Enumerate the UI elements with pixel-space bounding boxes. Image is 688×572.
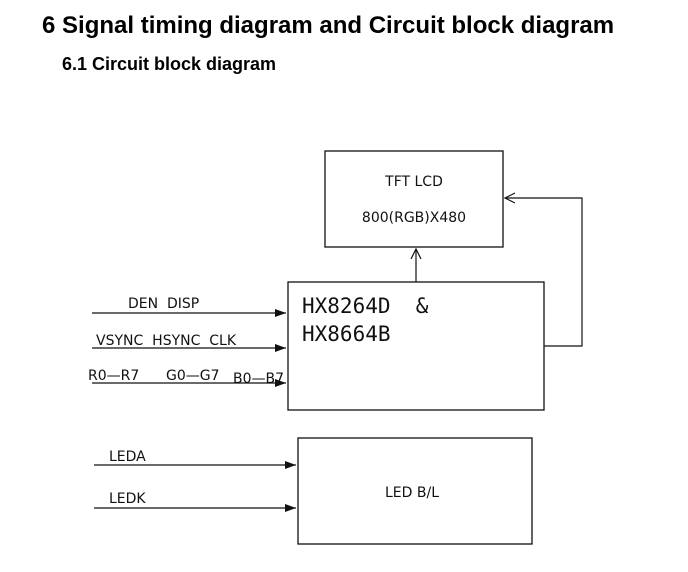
tft-lcd-block: TFT LCD 800(RGB)X480	[324, 150, 504, 248]
subsection-heading: 6.1 Circuit block diagram	[62, 54, 277, 74]
den-disp-label: DEN DISP	[128, 296, 199, 312]
driver-ic-block: HX8264D & HX8664B	[287, 281, 545, 411]
section-heading: 6 Signal timing diagram and Circuit bloc…	[42, 12, 615, 39]
driver-line-2: HX8664B	[302, 322, 391, 346]
blue-bus-label: B0—B7	[233, 371, 284, 387]
lcd-resolution: 800(RGB)X480	[362, 210, 466, 226]
green-bus-label: G0—G7	[166, 368, 220, 384]
red-bus-label: R0—R7	[88, 368, 139, 384]
led-backlight-block: LED B/L	[297, 437, 533, 545]
ledk-label: LEDK	[109, 491, 146, 507]
driver-line-1: HX8264D &	[302, 294, 429, 318]
lcd-title: TFT LCD	[384, 174, 443, 190]
sync-clk-label: VSYNC HSYNC CLK	[96, 333, 237, 349]
backlight-label: LED B/L	[385, 485, 439, 501]
driver-feedback-arrow	[505, 198, 583, 347]
leda-label: LEDA	[109, 449, 146, 465]
